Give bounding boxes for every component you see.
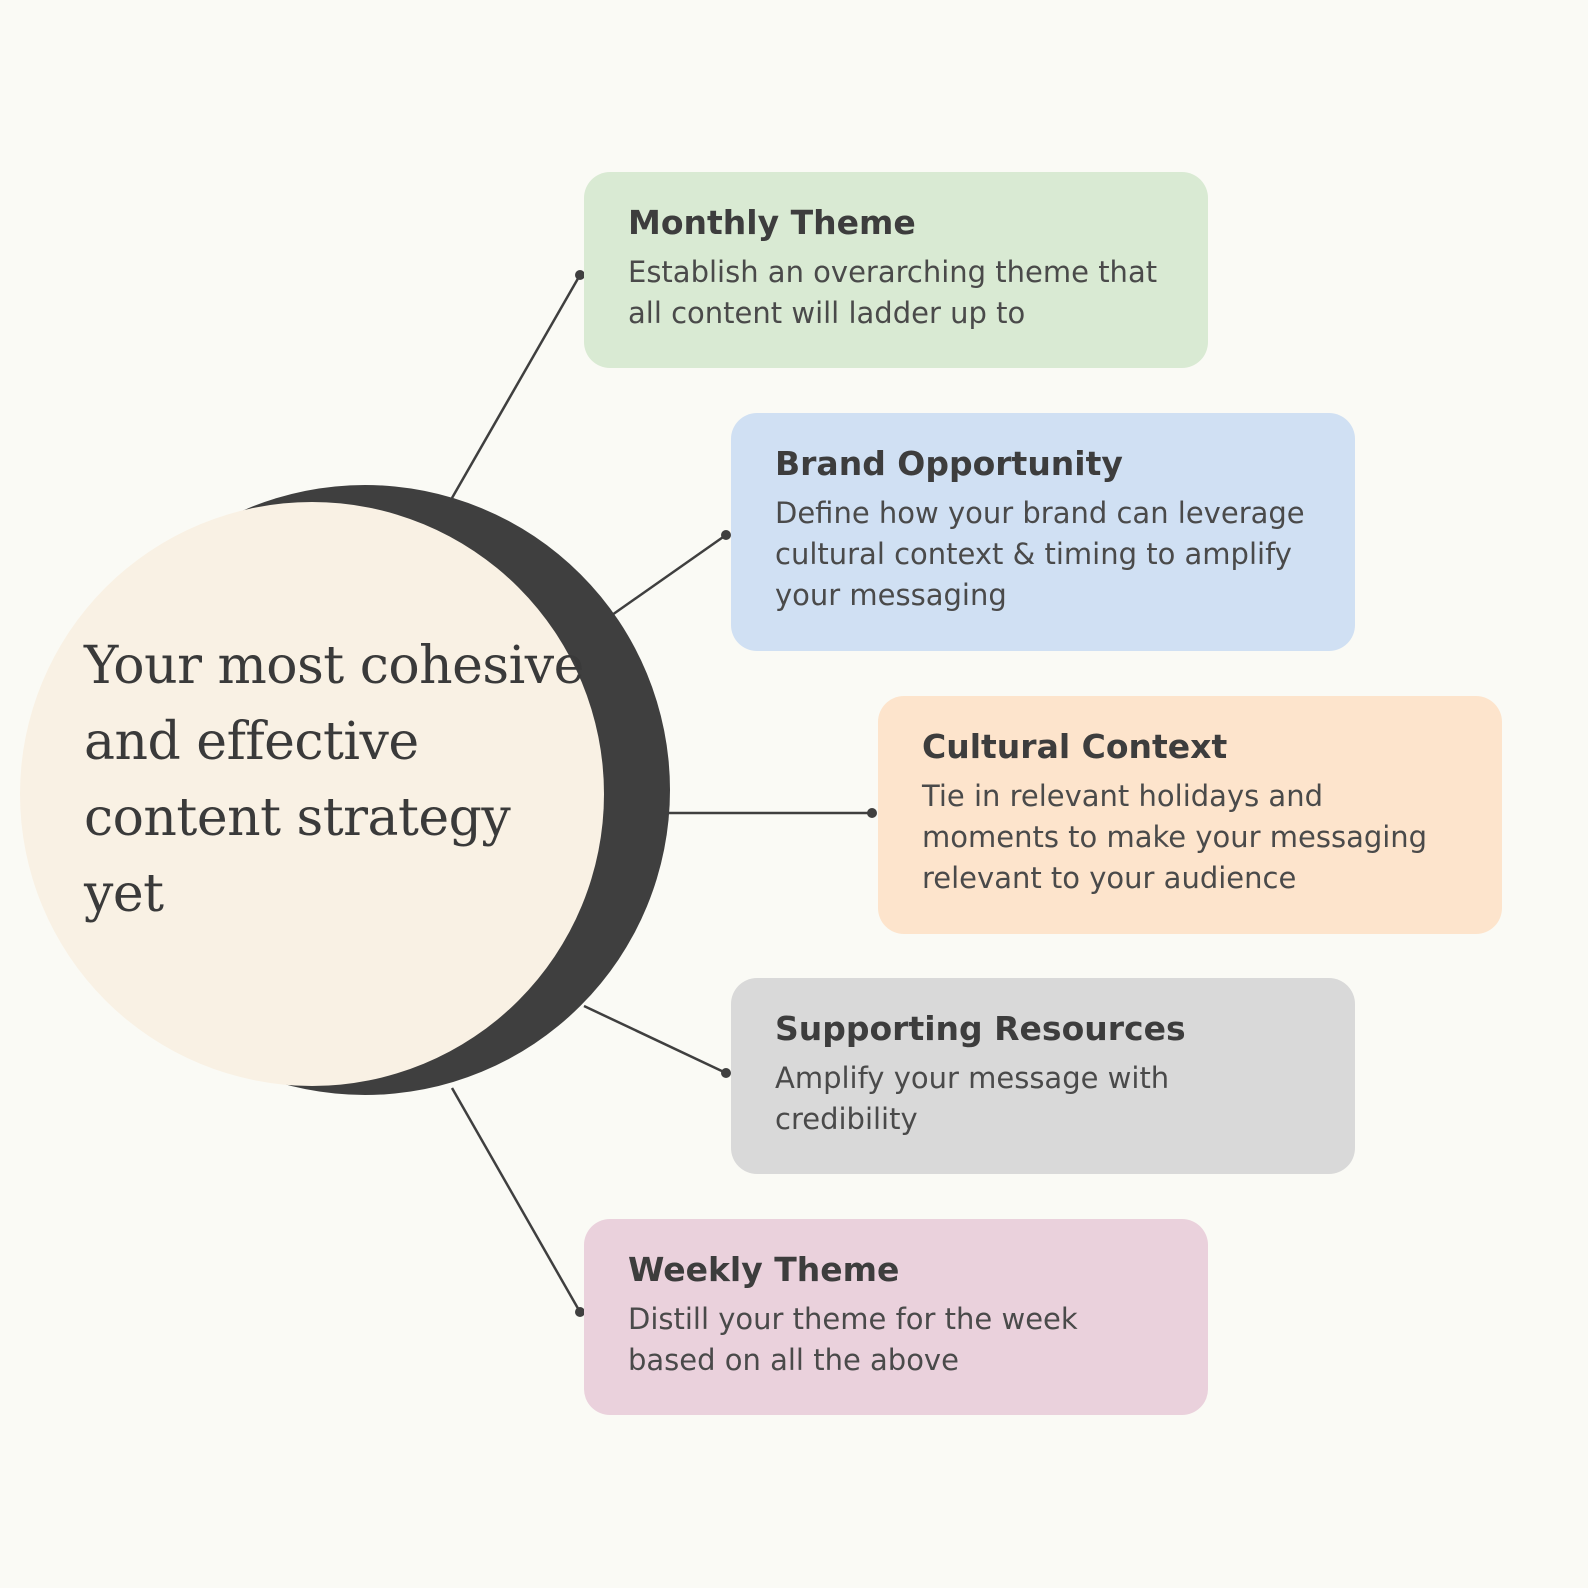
card-title: Cultural Context [922, 727, 1228, 766]
card-weekly-theme: Weekly Theme Distill your theme for the … [584, 1219, 1208, 1415]
card-monthly-theme: Monthly Theme Establish an overarching t… [584, 172, 1208, 368]
hub-circle [20, 502, 604, 1086]
connector-weekly-theme [450, 1087, 582, 1313]
connector-supporting-resources [583, 1004, 727, 1075]
card-description: Distill your theme for the week based on… [628, 1302, 1078, 1377]
connector-dot-supporting-resources [721, 1068, 731, 1078]
card-title: Brand Opportunity [775, 444, 1123, 483]
card-brand-opportunity: Brand Opportunity Define how your brand … [731, 413, 1355, 651]
card-description: Amplify your message with credibility [775, 1061, 1170, 1136]
connector-monthly-theme [450, 274, 582, 499]
connector-dot-cultural-context [867, 808, 877, 818]
connector-dot-brand-opportunity [721, 530, 731, 540]
connector-brand-opportunity [611, 533, 727, 617]
card-supporting-resources: Supporting Resources Amplify your messag… [731, 978, 1355, 1174]
card-title: Monthly Theme [628, 203, 916, 242]
card-description: Tie in relevant holidays and moments to … [922, 779, 1428, 895]
card-title: Supporting Resources [775, 1009, 1186, 1048]
card-description: Establish an overarching theme that all … [628, 255, 1158, 330]
card-description: Define how your brand can leverage cultu… [775, 496, 1305, 612]
card-title: Weekly Theme [628, 1250, 900, 1289]
card-cultural-context: Cultural Context Tie in relevant holiday… [878, 696, 1502, 934]
hub-heading: Your most cohesive and effective content… [84, 636, 584, 924]
